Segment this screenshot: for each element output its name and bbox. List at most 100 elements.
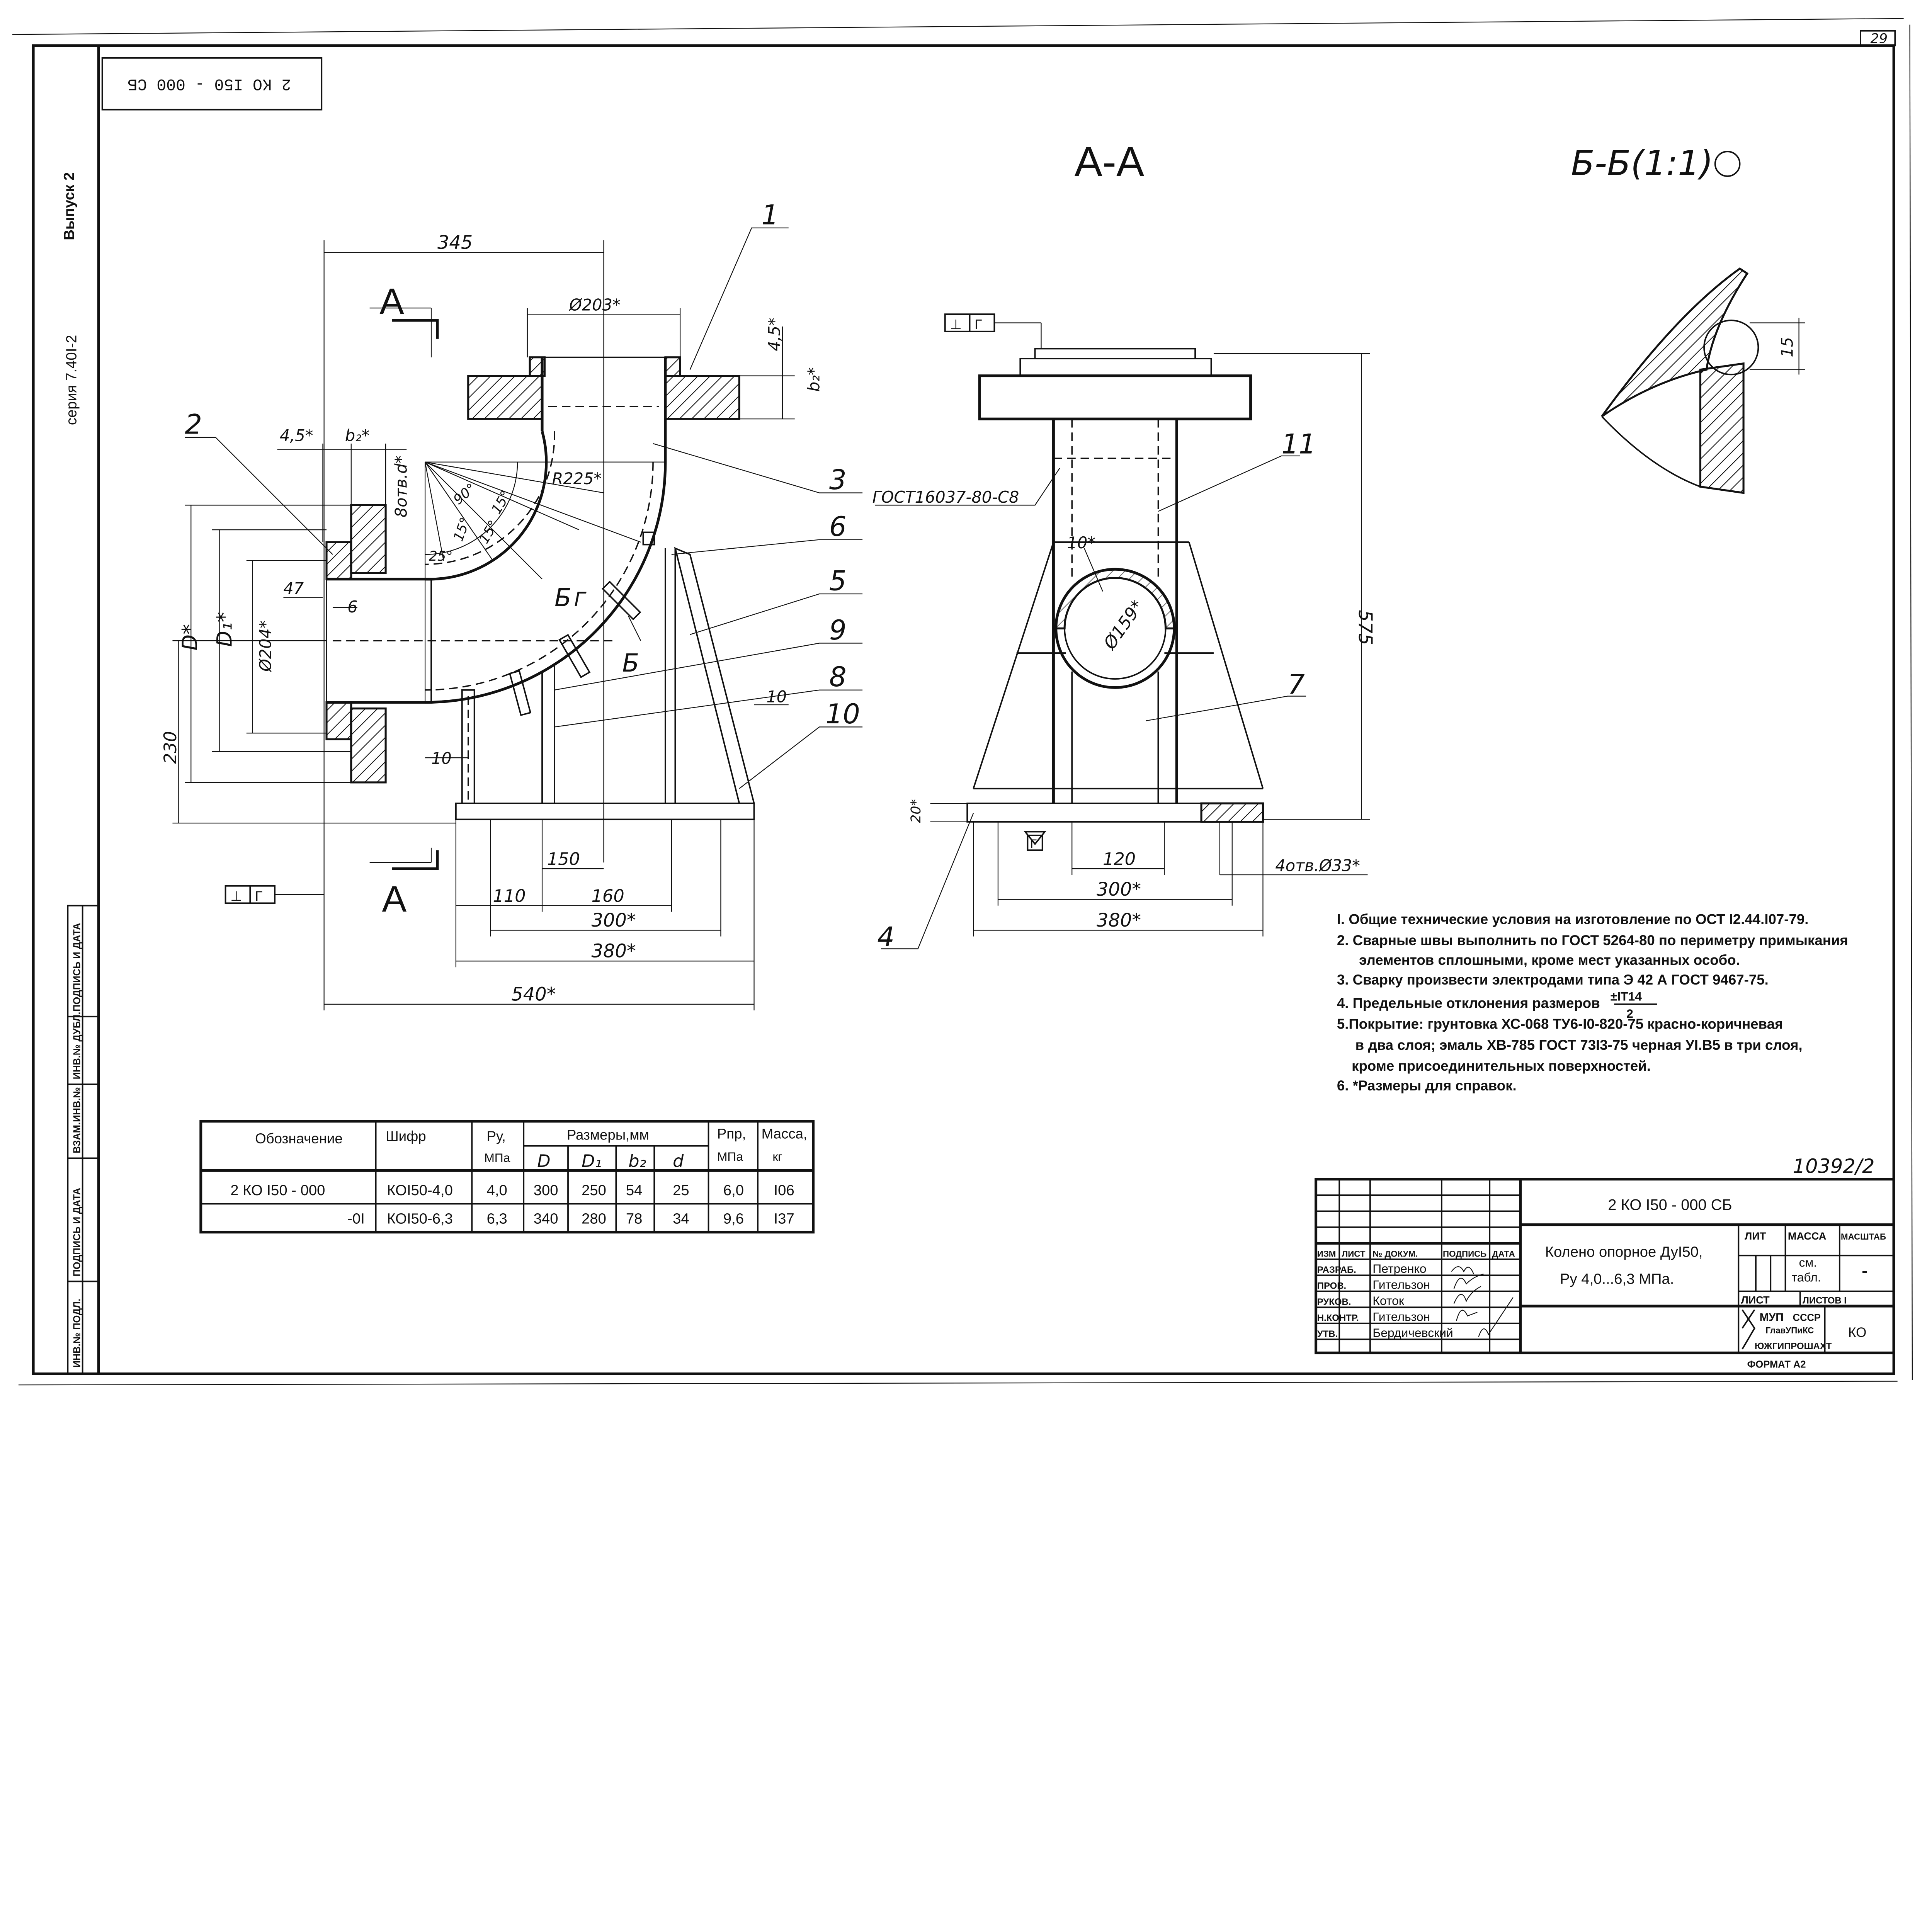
th-d: D bbox=[537, 1151, 550, 1171]
dim-weld-10a: 10 bbox=[431, 749, 452, 768]
aa-weld-10: 10* bbox=[1067, 534, 1095, 552]
rotated-stamp-code: 2 КО І50 - 000 СБ bbox=[128, 75, 291, 93]
datum-frame-front: ⊥ Г bbox=[224, 885, 324, 904]
tb-col-sheet: ЛИСТ bbox=[1342, 1249, 1366, 1259]
side-ring-top bbox=[325, 541, 352, 580]
dim-d-outer: D* bbox=[178, 624, 202, 651]
th-py: Ру, bbox=[487, 1128, 506, 1144]
note-1: І. Общие технические условия на изготовл… bbox=[1337, 912, 1809, 927]
tb-format: ФОРМАТ А2 bbox=[1747, 1359, 1806, 1370]
note-4-numerator: ±IТ14 bbox=[1611, 989, 1642, 1003]
tb-role-developer: РАЗРАБ. bbox=[1317, 1265, 1356, 1275]
cell-py: 4,0 bbox=[487, 1182, 507, 1199]
dim-d1: D₁* bbox=[212, 612, 236, 647]
note-4: 4. Предельные отклонения размеров bbox=[1337, 995, 1600, 1011]
flange-ring-right bbox=[664, 356, 681, 377]
front-leader-lines bbox=[185, 227, 863, 789]
section-mark-g: Г bbox=[574, 588, 587, 611]
tb-org-department: ГлавУПиКС bbox=[1766, 1325, 1814, 1335]
cell-py: 6,3 bbox=[487, 1210, 507, 1227]
variants-table: Обозначение Шифр Ру, МПа Размеры,мм D D₁… bbox=[199, 1120, 815, 1234]
cell-ppr: 6,0 bbox=[723, 1182, 744, 1199]
aa-pipe-diameter: Ø159* bbox=[1099, 596, 1148, 653]
datum-frame-aa: ⊥ Г bbox=[944, 313, 1041, 332]
rotated-stamp: 2 КО І50 - 000 СБ bbox=[101, 57, 323, 111]
angle-rays bbox=[425, 461, 665, 702]
tb-mass-value-2: табл. bbox=[1791, 1270, 1821, 1284]
aa-dim-300: 300* bbox=[1097, 879, 1141, 900]
aa-dim-20: 20* bbox=[908, 799, 924, 823]
datum-symbol: ⊥ bbox=[230, 889, 242, 904]
leader-2: 2 bbox=[185, 408, 202, 440]
tb-name-checker: Гительзон bbox=[1372, 1277, 1430, 1291]
issue-label: Выпуск 2 bbox=[61, 172, 77, 240]
margin-sign-date-1: ПОДПИСЬ И ДАТА bbox=[71, 1188, 82, 1277]
dim-160: 160 bbox=[592, 886, 624, 906]
tb-name-head: Коток bbox=[1372, 1294, 1405, 1308]
tb-mass-value-1: см. bbox=[1799, 1255, 1817, 1269]
angle-15c: 15° bbox=[451, 515, 474, 543]
technical-notes: І. Общие технические условия на изготовл… bbox=[1337, 912, 1848, 1094]
table-row: -0І КОІ50-6,3 6,3 340 280 78 34 9,6 І37 bbox=[347, 1210, 794, 1227]
side-flange-top bbox=[350, 504, 387, 574]
section-aa-title: А-А bbox=[1075, 138, 1145, 185]
tb-sheets: ЛИСТОВ І bbox=[1803, 1296, 1847, 1306]
tb-col-docnum: № ДОКУМ. bbox=[1372, 1249, 1418, 1259]
note-5: 5.Покрытие: грунтовка ХС-068 ТУ6-І0-820-… bbox=[1337, 1016, 1783, 1032]
th-dd: d bbox=[673, 1151, 684, 1171]
tb-sheet: ЛИСТ bbox=[1741, 1294, 1770, 1306]
angle-90: 90° bbox=[451, 480, 479, 508]
th-mass: Масса, bbox=[762, 1126, 808, 1141]
note-2-cont: элементов сплошными, кроме мест указанны… bbox=[1359, 952, 1740, 968]
support-plate-slanted bbox=[674, 547, 755, 804]
cell-dd: 34 bbox=[673, 1210, 689, 1227]
cell-d1: 250 bbox=[582, 1182, 606, 1199]
section-mark-a-bottom: А bbox=[382, 879, 407, 920]
tb-col-date: ДАТА bbox=[1492, 1249, 1515, 1259]
tb-mass: МАССА bbox=[1788, 1230, 1827, 1242]
series-label: серия 7.40І-2 bbox=[63, 335, 80, 425]
side-ring-bottom bbox=[325, 701, 352, 740]
cell-dd: 25 bbox=[673, 1182, 689, 1199]
th-b2: b₂ bbox=[628, 1151, 646, 1171]
leader-5: 5 bbox=[829, 565, 847, 597]
leader-10: 10 bbox=[825, 698, 860, 730]
tb-code: 2 КО І50 - 000 СБ bbox=[1608, 1196, 1732, 1213]
front-dimension-lines bbox=[172, 240, 795, 1010]
dim-radius: R225* bbox=[552, 469, 602, 488]
support-plate-left bbox=[461, 689, 475, 804]
doc-number: 10392/2 bbox=[1793, 1155, 1875, 1178]
th-d1: D₁ bbox=[582, 1151, 602, 1171]
front-view-labels: А А 345 Ø203* 4,5* b₂* 4,5* b₂* 8отв.d* … bbox=[160, 199, 860, 1005]
tb-name-normcontrol: Гительзон bbox=[1372, 1310, 1430, 1323]
th-ppr-unit: МПа bbox=[717, 1150, 743, 1163]
th-ppr: Рпр, bbox=[717, 1126, 746, 1141]
section-aa-labels: А-А ГОСТ16037-80-С8 10* Ø159* 575 20* 12… bbox=[872, 138, 1376, 953]
aa-datum-letter: Г bbox=[975, 317, 982, 332]
note-5-cont2: кроме присоединительных поверхностей. bbox=[1352, 1058, 1651, 1074]
dim-holes: 8отв.d* bbox=[392, 456, 410, 517]
margin-inv-original: ИНВ.№ ПОДЛ. bbox=[71, 1299, 82, 1368]
cell-b2: 54 bbox=[626, 1182, 643, 1199]
th-sizes: Размеры,мм bbox=[567, 1127, 649, 1143]
margin-inv-duplicate: ИНВ.№ ДУБЛ. bbox=[71, 1012, 82, 1080]
dim-flange-gap: 4,5* bbox=[765, 318, 784, 351]
tb-name-line1: Колено опорное ДуІ50, bbox=[1545, 1244, 1703, 1260]
cell-mass: І06 bbox=[774, 1182, 794, 1199]
signatures bbox=[1451, 1266, 1514, 1337]
margin-strip: ИНВ.№ ПОДЛ. ПОДПИСЬ И ДАТА ВЗАМ.ИНВ.№ ИН… bbox=[67, 905, 100, 1375]
datum-letter: Г bbox=[255, 889, 262, 904]
cell-ppr: 9,6 bbox=[723, 1210, 744, 1227]
tb-org-ministry: МУП bbox=[1760, 1311, 1784, 1323]
dim-150: 150 bbox=[547, 849, 580, 869]
top-flange-left bbox=[467, 375, 543, 420]
section-mark-b-2: Б bbox=[622, 649, 639, 678]
section-mark-a-top: А bbox=[379, 281, 404, 322]
tb-lit: ЛИТ bbox=[1745, 1230, 1766, 1242]
cell-code: КОІ50-4,0 bbox=[387, 1182, 453, 1199]
dim-110: 110 bbox=[493, 886, 526, 906]
dim-flange-bore: Ø203* bbox=[568, 296, 620, 315]
tb-role-head: РУКОВ. bbox=[1317, 1297, 1351, 1307]
tb-scale: МАСШТАБ bbox=[1841, 1232, 1886, 1242]
angle-15a: 15° bbox=[488, 488, 514, 517]
